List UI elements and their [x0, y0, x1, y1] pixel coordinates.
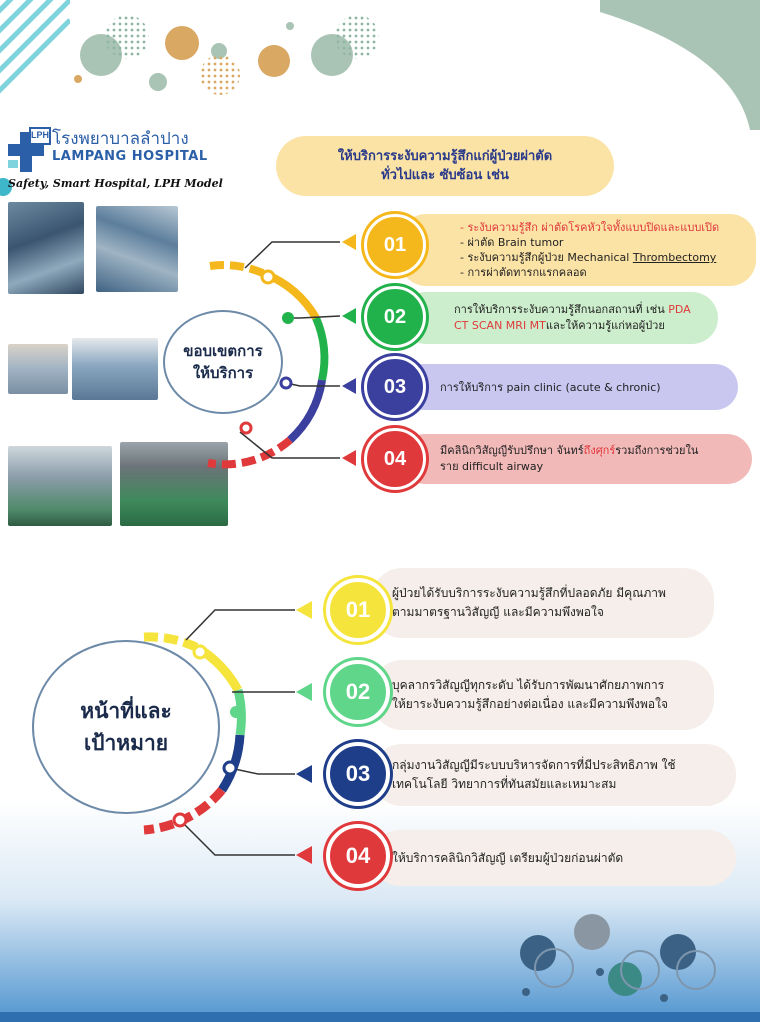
decor-dot	[660, 994, 668, 1002]
hospital-name: โรงพยาบาลลำปาง LAMPANG HOSPITAL	[52, 129, 208, 165]
scope-item-04-number: 04	[364, 428, 426, 490]
decor-dot	[258, 45, 290, 77]
scope-item-04-pill: มีคลินิกวิสัญญีรับปรึกษา จันทร์ถึงศุกร์ร…	[400, 434, 752, 484]
bottom-bar	[0, 1012, 760, 1022]
top-right-leaf	[600, 0, 760, 130]
decor-dot	[534, 948, 574, 988]
scope-item-04-line2: ราย difficult airway	[440, 460, 544, 473]
scope-item-02-line2: CT SCAN MRI MTและให้ความรู้แก่หอผู้ป่วย	[454, 319, 665, 332]
decor-dot	[286, 22, 294, 30]
scope-item-01-number: 01	[364, 214, 426, 276]
scope-item-03-pill: การให้บริการ pain clinic (acute & chroni…	[400, 364, 738, 410]
scope-item-03-line1: การให้บริการ pain clinic (acute & chroni…	[440, 380, 661, 394]
scope-center-circle: ขอบเขตการ ให้บริการ	[163, 310, 283, 414]
goal-item-01-number: 01	[326, 578, 390, 642]
scope-header-line2: ทั่วไปและ ซับซ้อน เช่น	[381, 168, 509, 183]
goal-item-02-pill: บุคลากรวิสัญญีทุกระดับ ได้รับการพัฒนาศัก…	[372, 660, 714, 730]
scope-item-04-line1: มีคลินิกวิสัญญีรับปรึกษา จันทร์ถึงศุกร์ร…	[440, 444, 699, 457]
goal-item-03-line2: เทคโนโลยี วิทยาการที่ทันสมัยและเหมาะสม	[392, 777, 617, 791]
goal-item-03-pill: กลุ่มงานวิสัญญีมีระบบบริหารจัดการที่มีปร…	[372, 744, 736, 806]
hospital-tagline: Safety, Smart Hospital, LPH Model	[8, 177, 223, 190]
decor-dot	[165, 26, 199, 60]
decor-dot	[200, 55, 240, 95]
decor-dot	[149, 73, 167, 91]
scope-center-line2: ให้บริการ	[192, 364, 254, 382]
decor-dot	[596, 968, 604, 976]
photo-operating-room-2	[96, 206, 178, 292]
photo-equipment-1	[8, 446, 112, 526]
scope-header: ให้บริการระงับความรู้สึกแก่ผู้ป่วยผ่าตัด…	[276, 136, 614, 196]
decor-dot	[74, 75, 82, 83]
goal-item-03-line1: กลุ่มงานวิสัญญีมีระบบบริหารจัดการที่มีปร…	[392, 758, 676, 772]
decor-dot	[620, 950, 660, 990]
scope-item-01-line4: - การผ่าตัดทารกแรกคลอด	[460, 266, 587, 279]
scope-item-02-pill: การให้บริการระงับความรู้สึกนอกสถานที่ เช…	[400, 292, 718, 344]
scope-item-01-line1: - ระงับความรู้สึก ผ่าตัดโรคหัวใจทั้งแบบป…	[460, 221, 720, 234]
scope-item-02-number: 02	[364, 286, 426, 348]
top-left-stripes	[0, 0, 70, 94]
decor-dot	[105, 15, 149, 59]
decor-dot	[574, 914, 610, 950]
goal-item-01-line2: ตามมาตรฐานวิสัญญี และมีความพึงพอใจ	[392, 605, 604, 619]
goal-item-01-line1: ผู้ป่วยได้รับบริการระงับความรู้สึกที่ปลอ…	[392, 586, 666, 600]
logo-dot	[0, 178, 12, 196]
scope-item-03-number: 03	[364, 356, 426, 418]
scope-center-line1: ขอบเขตการ	[183, 342, 263, 360]
goal-item-04-pill: ให้บริการคลินิกวิสัญญี เตรียมผู้ป่วยก่อน…	[372, 830, 736, 886]
goal-item-04-line1: ให้บริการคลินิกวิสัญญี เตรียมผู้ป่วยก่อน…	[392, 850, 624, 865]
photo-operating-room-1	[8, 202, 84, 294]
goal-item-02-line1: บุคลากรวิสัญญีทุกระดับ ได้รับการพัฒนาศัก…	[392, 678, 665, 692]
goal-item-02-number: 02	[326, 660, 390, 724]
logo-mark: LPH	[31, 130, 49, 140]
scope-item-01-pill: - ระงับความรู้สึก ผ่าตัดโรคหัวใจทั้งแบบป…	[400, 214, 756, 286]
goals-center-line2: เป้าหมาย	[83, 731, 169, 755]
goal-item-04-number: 04	[326, 824, 390, 888]
hospital-logo-icon	[8, 127, 51, 172]
photo-team-2	[72, 338, 158, 400]
goals-center-line1: หน้าที่และ	[80, 699, 172, 723]
goals-center-circle: หน้าที่และ เป้าหมาย	[32, 640, 220, 814]
hospital-name-thai: โรงพยาบาลลำปาง	[52, 129, 189, 149]
goal-item-02-line2: ให้ยาระงับความรู้สึกอย่างต่อเนื่อง และมี…	[392, 697, 669, 711]
scope-item-01-line3: - ระงับความรู้สึกผู้ป่วย Mechanical Thro…	[460, 251, 717, 264]
hospital-name-english: LAMPANG HOSPITAL	[52, 149, 208, 164]
scope-item-01-line2: - ผ่าตัด Brain tumor	[460, 236, 564, 249]
scope-item-02-line1: การให้บริการระงับความรู้สึกนอกสถานที่ เช…	[454, 303, 691, 316]
scope-header-line1: ให้บริการระงับความรู้สึกแก่ผู้ป่วยผ่าตัด	[337, 149, 553, 164]
goal-item-01-pill: ผู้ป่วยได้รับบริการระงับความรู้สึกที่ปลอ…	[372, 568, 714, 638]
decor-dot	[335, 15, 379, 59]
photo-equipment-2	[120, 442, 228, 526]
decor-dot	[522, 988, 530, 996]
decor-dot	[676, 950, 716, 990]
goal-item-03-number: 03	[326, 742, 390, 806]
photo-team-1	[8, 344, 68, 394]
